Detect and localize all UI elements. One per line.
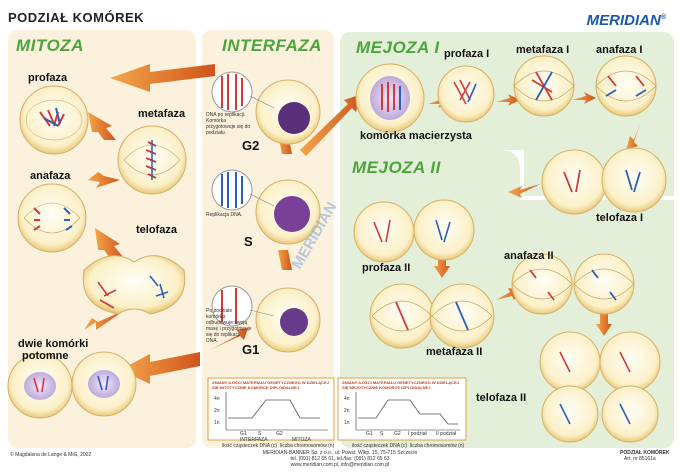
footer-title: PODZIAŁ KOMÓREK [620,450,670,456]
graph2-box [337,377,467,441]
graph1-caption: INTERFAZA [240,437,268,443]
graph1-x-label: G1 [240,431,247,437]
graph1-x-label: S [258,431,262,437]
stage-label: potomne [22,350,69,362]
graph1-y-label: 2n [214,408,220,414]
graph1-caption: MITOZA [292,437,311,443]
brand-logo: MERIDIAN® [586,12,666,29]
mejoza1-header: MEJOZA I [356,38,440,57]
mejoza2-header: MEJOZA II [352,158,441,177]
graph1-title: ZMIANY ILOŚCI MATERIAŁU GENETYCZNEGO W D… [212,380,329,390]
interfaza-cells [211,71,321,353]
note: Replikacja DNA. [206,212,243,218]
interfaza-header: INTERFAZA [222,36,322,55]
footer-publisher: MERIDIAN-BANNER Sp. z o.o., ul. Powst. W… [262,450,418,456]
stage-label: profaza [28,72,68,84]
mitoza-cells [7,85,187,419]
graph2-x-label: G1 [366,431,373,437]
graph2-y-label: 2n [344,408,350,414]
graph2-y-label: 4n [344,396,350,402]
page-title: PODZIAŁ KOMÓREK [8,10,145,25]
stage-label: profaza I [444,48,490,60]
stage-label: telofaza I [596,212,644,224]
mitoza-header: MITOZA [16,36,84,55]
stage-label: metafaza [138,108,186,120]
graph1-legend: liczba chromosomów (n) [280,443,335,449]
stage-label: metafaza II [426,346,483,358]
stage-label: metafaza I [516,44,570,56]
stage-label: anafaza II [504,250,554,262]
stage-label: profaza II [362,262,411,274]
graph2-x-label: I podział [408,431,427,437]
graph2-legend: liczba chromosomów (n) [410,443,465,449]
footer-article: Art. nr 85161a [624,456,656,462]
phase-label: G2 [242,138,260,153]
mejoza1-cells [355,55,667,215]
graph2-y-label: 1n [344,420,350,426]
graph1-x-label: G2 [276,431,283,437]
graph2-x-label: G2 [394,431,401,437]
graph2-x-label: S [380,431,384,437]
graph2-x-label: II podział [436,431,457,437]
mother-cell-label: komórka macierzysta [360,130,472,142]
stage-label: dwie komórki [18,338,89,350]
mejoza2-cells [353,199,661,443]
stage-label: telofaza II [476,392,527,404]
phase-label: G1 [242,342,260,357]
stage-label: telofaza [136,224,177,236]
graph1-y-label: 4n [214,396,220,402]
stage-label: anafaza I [596,44,643,56]
graph1-legend: ilość cząsteczek DNA (c) [222,443,278,449]
graph1-y-label: 1n [214,420,220,426]
note: DNA po replikacji. Komórka przygotowuje … [206,112,251,136]
stage-label: anafaza [30,170,71,182]
footer-copyright: © Magdalena de Lange & MiG, 2002 [10,452,92,458]
phase-label: S [244,234,253,249]
graph2-title: ZMIANY ILOŚCI MATERIAŁU GENETYCZNEGO W D… [342,380,459,390]
graph1-box [207,377,335,441]
footer-web: www.meridian.com.pl, info@meridian.com.p… [290,462,390,468]
footer-contact: tel. (091) 812 65 61, tel./fax: (091) 81… [290,456,390,462]
note: Po podziale komórka odbudowuje swoją mas… [206,308,252,344]
process-arrows [84,64,640,384]
graph2-legend: ilość cząsteczek DNA (c) [352,443,408,449]
